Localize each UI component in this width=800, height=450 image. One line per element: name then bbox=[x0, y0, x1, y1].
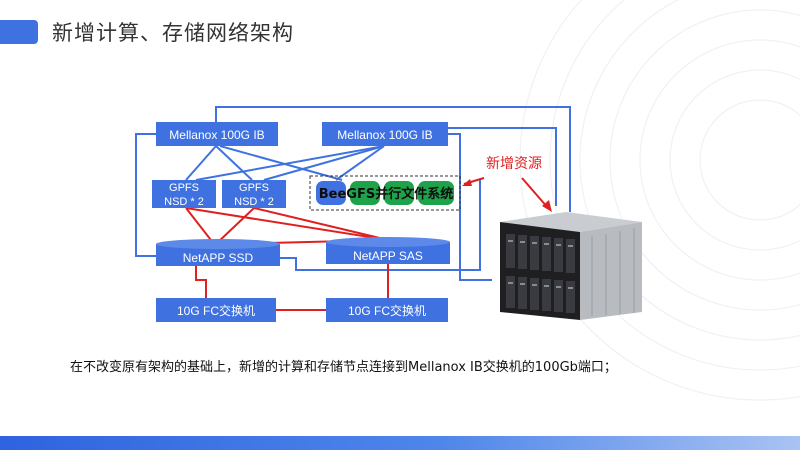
beegfs-label: BeeGFS并行文件系统 bbox=[319, 186, 453, 202]
ib1-gpfs2-link bbox=[215, 145, 253, 181]
beegfs-node-2 bbox=[350, 181, 380, 205]
gpfs-node-2-line2: NSD * 2 bbox=[234, 196, 274, 208]
new-resource-label: 新增资源 bbox=[486, 156, 542, 172]
ib1-top-loop bbox=[215, 106, 571, 212]
fc-switch-1: 10G FC交换机 bbox=[156, 298, 276, 322]
gpfs1-sas-link bbox=[185, 207, 389, 241]
arrowhead-1 bbox=[462, 179, 472, 186]
fc-switch-2: 10G FC交换机 bbox=[326, 298, 448, 322]
beegfs-node-1 bbox=[316, 181, 346, 205]
netapp-ssd-label: NetAPP SSD bbox=[183, 251, 254, 265]
beegfs-node-3 bbox=[384, 181, 414, 205]
ib-switch-2: Mellanox 100G IB bbox=[322, 122, 448, 146]
blue-links bbox=[135, 106, 571, 281]
ssd-fc1-link bbox=[195, 266, 207, 298]
page-title: 新增计算、存储网络架构 bbox=[52, 21, 294, 45]
ib-switch-2-label: Mellanox 100G IB bbox=[337, 128, 432, 142]
ib-switch-1: Mellanox 100G IB bbox=[156, 122, 278, 146]
netapp-sas: NetAPP SAS bbox=[326, 237, 450, 264]
gpfs2-sas-link bbox=[253, 207, 389, 241]
red-links bbox=[185, 177, 549, 311]
ib2-gpfs1-link bbox=[195, 145, 385, 181]
beegfs-group: BeeGFS并行文件系统 bbox=[309, 175, 461, 211]
gpfs-node-1-line2: NSD * 2 bbox=[164, 196, 204, 208]
fc-switch-2-label: 10G FC交换机 bbox=[348, 303, 426, 318]
caption-text: 在不改变原有架构的基础上，新增的计算和存储节点连接到Mellanox IB交换机… bbox=[70, 360, 617, 375]
fc-switch-1-label: 10G FC交换机 bbox=[177, 303, 255, 318]
arrowhead-2 bbox=[542, 200, 552, 212]
ib1-left-link bbox=[135, 133, 156, 257]
title-accent-bar bbox=[0, 20, 38, 44]
netapp-sas-label: NetAPP SAS bbox=[353, 249, 423, 263]
ib1-beegfs-link bbox=[219, 145, 343, 181]
gpfs-node-2-line1: GPFS bbox=[239, 182, 269, 194]
beegfs-dashed-border bbox=[309, 175, 461, 211]
netapp-ssd: NetAPP SSD bbox=[156, 239, 280, 266]
ib-switch-1-label: Mellanox 100G IB bbox=[169, 128, 264, 142]
gpfs-node-2: GPFS NSD * 2 bbox=[222, 180, 286, 208]
server-cabinet-image bbox=[500, 212, 642, 320]
gpfs2-ssd-link bbox=[215, 207, 255, 245]
ib2-beegfs-link bbox=[335, 145, 385, 181]
ib1-gpfs1-link bbox=[185, 145, 217, 181]
gpfs-node-1-line1: GPFS bbox=[169, 182, 199, 194]
ssd-to-ib-link bbox=[280, 180, 481, 271]
ib2-upper-link bbox=[448, 127, 557, 206]
ib2-gpfs2-link bbox=[263, 145, 385, 181]
bottom-bar bbox=[0, 436, 800, 450]
gpfs1-ssd-link bbox=[185, 207, 215, 245]
annotation-arrow-2 bbox=[521, 177, 549, 209]
gpfs-node-1: GPFS NSD * 2 bbox=[152, 180, 216, 208]
beegfs-node-4 bbox=[418, 181, 454, 205]
